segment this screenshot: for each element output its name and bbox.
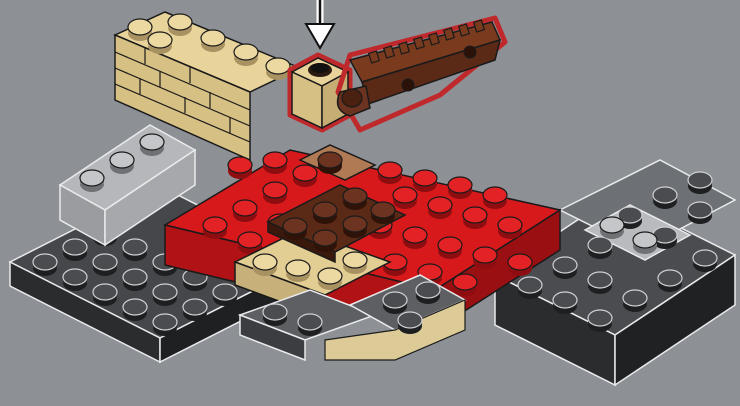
down-arrow-icon [306, 0, 334, 48]
brown-hinge-plate [338, 18, 505, 130]
gray-plates-right [495, 160, 735, 385]
